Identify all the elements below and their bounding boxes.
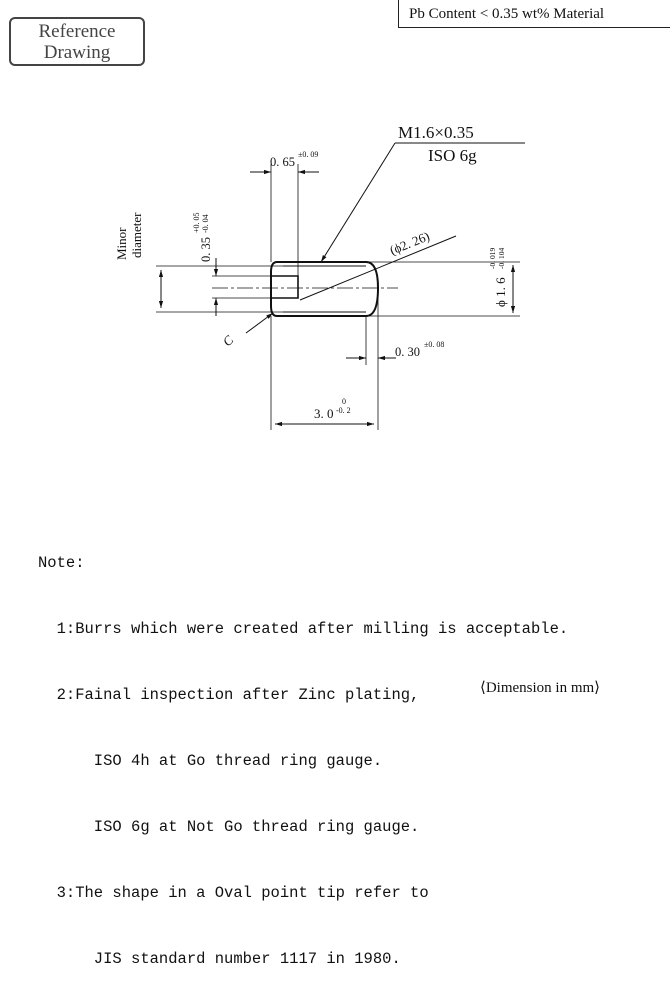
part-outline (270, 261, 380, 317)
slot-outline (271, 275, 299, 299)
minor-label-1: Minor (114, 227, 129, 260)
thread-spec-leader (320, 142, 396, 263)
length-value: 3. 0 (314, 406, 334, 421)
length-tol-lower: -0. 2 (336, 406, 351, 415)
slot-depth-value: 0. 35 (199, 237, 213, 262)
chamfer-leader (245, 312, 274, 334)
slot-width-tol: ±0. 09 (298, 150, 318, 159)
thread-spec-label: M1.6×0.35 (398, 123, 474, 142)
stamp-line-1: Reference (38, 21, 116, 42)
tip-length-value: 0. 30 (395, 345, 420, 359)
minor-label-2: diameter (129, 212, 144, 258)
outer-diameter-tol-upper: -0. 019 (488, 248, 497, 269)
ref-diameter-leader (299, 235, 457, 301)
slot-width-value: 0. 65 (270, 155, 295, 169)
technical-drawing: M1.6×0.35 ISO 6g 0. 65 ±0. 09 0. 35 +0. … (114, 123, 525, 430)
note-line: JIS standard number 1117 in 1980. (38, 950, 401, 968)
note-line: 3:The shape in a Oval point tip refer to (38, 884, 429, 902)
thread-class-label: ISO 6g (428, 146, 477, 165)
outer-diameter-tol-lower: -0. 104 (497, 248, 506, 269)
slot-depth-tol-lower: -0. 04 (201, 214, 210, 233)
note-line: ISO 4h at Go thread ring gauge. (38, 752, 383, 770)
notes-block: Note: 1:Burrs which were created after m… (38, 508, 568, 992)
ref-diameter-label: (ϕ2. 26) (388, 228, 432, 257)
notes-title: Note: (38, 554, 85, 572)
material-note-box: Pb Content < 0.35 wt% Material (398, 0, 670, 28)
note-line: ISO 6g at Not Go thread ring gauge. (38, 818, 420, 836)
reference-drawing-stamp: Reference Drawing (9, 17, 145, 66)
chamfer-label: C (220, 332, 237, 349)
slot-depth-tol-upper: +0. 05 (192, 212, 201, 233)
outer-diameter-value: ϕ 1. 6 (493, 277, 508, 307)
length-tol-upper: 0 (342, 397, 346, 406)
stamp-line-2: Drawing (43, 42, 111, 63)
dimension-unit-note: ⟨Dimension in mm⟩ (480, 680, 601, 696)
note-line: 1:Burrs which were created after milling… (38, 620, 569, 638)
tip-length-tol: ±0. 08 (424, 340, 444, 349)
